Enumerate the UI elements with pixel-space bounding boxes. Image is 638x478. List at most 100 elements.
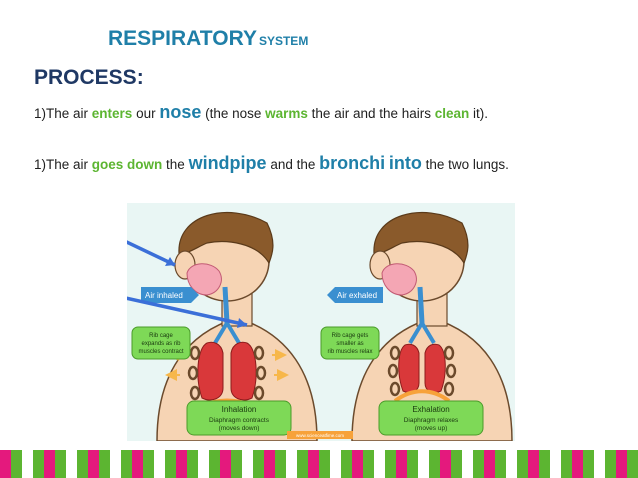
stripe [22, 450, 33, 478]
box-line: (moves down) [219, 425, 260, 432]
text-segment: (the nose [201, 106, 266, 121]
stripe [319, 450, 330, 478]
stripe [154, 450, 165, 478]
stripe [341, 450, 352, 478]
stripe [0, 450, 11, 478]
stripe [473, 450, 484, 478]
stripe [55, 450, 66, 478]
stripe [627, 450, 638, 478]
keyword-goes-down: goes down [91, 157, 163, 172]
note-line: rib muscles relax [327, 349, 372, 355]
note-line: Rib cage [149, 333, 173, 339]
stripe [440, 450, 451, 478]
process-heading: PROCESS: [34, 66, 144, 89]
stripe [594, 450, 605, 478]
arrow-to-windpipe [127, 296, 248, 327]
text-segment: the air and the hairs [307, 106, 435, 121]
stripe [11, 450, 22, 478]
air-inhaled-label: Air inhaled [145, 291, 183, 300]
step-line-1: 1)The air enters our nose (the nose warm… [34, 102, 488, 123]
rib-cage-expands-note: Rib cage expands as rib muscles contract [131, 326, 191, 360]
keyword-enters: enters [91, 106, 133, 121]
stripe [165, 450, 176, 478]
stripe [231, 450, 242, 478]
stripe [275, 450, 286, 478]
stripe [143, 450, 154, 478]
stripe [374, 450, 385, 478]
box-title: Inhalation [222, 405, 257, 414]
text-segment: the two lungs. [421, 157, 509, 172]
stripe [121, 450, 132, 478]
text-segment: our [132, 106, 160, 121]
stripe [616, 450, 627, 478]
keyword-bronchi: bronchi [319, 153, 386, 173]
air-exhaled-label: Air exhaled [337, 291, 377, 300]
stripe [187, 450, 198, 478]
text-segment: and the [266, 157, 320, 172]
title-main: RESPIRATORY [108, 27, 257, 50]
breathing-illustration: Air inhaled Air exhaled Rib cage expands… [127, 203, 515, 441]
keyword-into: into [388, 153, 422, 173]
exhalation-box: Exhalation Diaphragm relaxes (moves up) [378, 400, 484, 436]
note-line: smaller as [336, 341, 363, 347]
keyword-nose: nose [159, 102, 202, 122]
stripe [561, 450, 572, 478]
credit-label: www.scienceatfime.com [287, 431, 353, 439]
inhalation-box: Inhalation Diaphragm contracts (moves do… [186, 400, 292, 436]
decorative-stripes [0, 450, 638, 478]
stripe [77, 450, 88, 478]
stripe [176, 450, 187, 478]
stripe [264, 450, 275, 478]
stripe [528, 450, 539, 478]
stripe [495, 450, 506, 478]
note-line: Rib cage gets [332, 333, 369, 339]
stripe [132, 450, 143, 478]
keyword-clean: clean [434, 106, 470, 121]
stripe [99, 450, 110, 478]
arrow-to-nose [127, 240, 176, 267]
stripe [539, 450, 550, 478]
stripe [297, 450, 308, 478]
stripe [418, 450, 429, 478]
stripe [429, 450, 440, 478]
stripe [385, 450, 396, 478]
note-line: muscles contract [138, 349, 183, 355]
title-sub: SYSTEM [258, 34, 309, 48]
stripe [407, 450, 418, 478]
stripe [44, 450, 55, 478]
box-title: Exhalation [412, 405, 449, 414]
rib-cage-smaller-note: Rib cage gets smaller as rib muscles rel… [320, 326, 380, 360]
stripe [583, 450, 594, 478]
stripe [517, 450, 528, 478]
stripe [110, 450, 121, 478]
stripe [550, 450, 561, 478]
stripe [286, 450, 297, 478]
stripe [352, 450, 363, 478]
stripe [242, 450, 253, 478]
stripe [209, 450, 220, 478]
text-segment: the [162, 157, 189, 172]
stripe [253, 450, 264, 478]
stripe [308, 450, 319, 478]
box-line: (moves up) [415, 425, 448, 432]
stripe [506, 450, 517, 478]
keyword-windpipe: windpipe [188, 153, 267, 173]
credit-text: www.scienceatfime.com [296, 433, 344, 438]
stripe [605, 450, 616, 478]
text-segment: it). [469, 106, 489, 121]
stripe [363, 450, 374, 478]
stripe [330, 450, 341, 478]
stripe [66, 450, 77, 478]
stripe [451, 450, 462, 478]
pointer-arrows [127, 240, 248, 328]
stripe [220, 450, 231, 478]
text-segment: 1)The air [34, 157, 92, 172]
stripe [198, 450, 209, 478]
stripe [396, 450, 407, 478]
stripe [88, 450, 99, 478]
air-exhaled-tag: Air exhaled [327, 287, 383, 303]
step-line-2: 1)The air goes down the windpipe and the… [34, 153, 509, 174]
note-line: expands as rib [141, 341, 181, 347]
stripe [33, 450, 44, 478]
